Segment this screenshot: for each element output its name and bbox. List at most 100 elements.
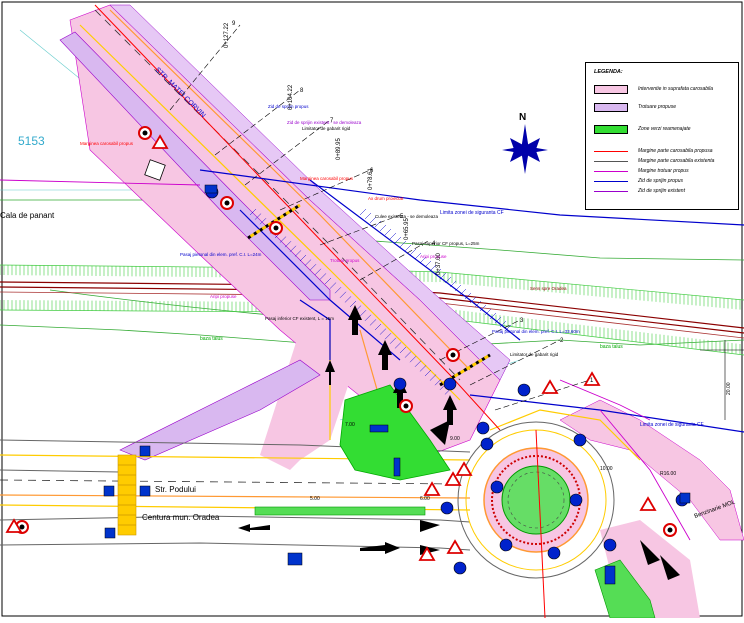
- sidewalk-right: [109, 4, 511, 381]
- sidewalk-edges: [0, 179, 691, 541]
- legend-line: [594, 191, 628, 192]
- wall-hatch-mark: [489, 312, 497, 320]
- marginea-carosabil-label: Marginea carosabil propus: [80, 141, 134, 146]
- wall-hatch-mark: [409, 356, 417, 363]
- warning-sign-icon: [423, 481, 441, 496]
- legend-item: Trotuare propuse: [590, 103, 736, 113]
- pasaj-inferior-label: Pasaj inferior CF existent, L = 15m: [265, 316, 334, 321]
- wall-hatch-mark: [414, 360, 422, 367]
- north-label: N: [519, 112, 527, 123]
- street-podului-label: Str. Podului: [155, 485, 196, 494]
- wall-hatch-mark: [359, 208, 367, 216]
- traffic-sign-icon: [499, 538, 513, 552]
- warning-sign-icon: [639, 496, 657, 511]
- wall-hatch-mark: [324, 277, 332, 285]
- zid-sprijin-propus-label: Zid de sprijin propus: [268, 104, 309, 109]
- limita-zona-label-2: Limita zonei de siguranta CF: [640, 422, 704, 428]
- wall-hatch-mark: [399, 240, 407, 248]
- traffic-sign-icon: [393, 377, 407, 391]
- traffic-sign-icon: [517, 383, 531, 397]
- traffic-sign-icon: [440, 501, 454, 515]
- wall-hatch-mark: [404, 351, 412, 358]
- wall-hatch-mark: [259, 218, 267, 225]
- profile-number: 3: [520, 318, 524, 324]
- dimension-label: 10.00: [600, 466, 613, 472]
- prohibition-sign-dot: [224, 200, 230, 206]
- legend-title: LEGENDA:: [594, 69, 623, 75]
- prohibition-sign-dot: [667, 527, 673, 533]
- wall-hatch-mark: [394, 236, 402, 244]
- prohibition-sign-dot: [403, 403, 409, 409]
- dimension-label: 20.00: [726, 382, 732, 395]
- benzinaria-label: Benzinarie MOL: [694, 499, 737, 520]
- wall-hatch-mark: [339, 291, 347, 298]
- warning-sign-icon: [583, 371, 601, 386]
- north-arrow: N: [500, 112, 550, 182]
- block-number: 5153: [18, 134, 45, 148]
- wall-hatch-mark: [319, 273, 327, 280]
- wall-hatch-mark: [454, 284, 462, 292]
- green-island: [339, 384, 451, 481]
- traffic-sign-icon: [547, 546, 561, 560]
- culee-label: Culee existenta - se demoleaza: [375, 214, 439, 219]
- traffic-sign-icon: [476, 421, 490, 435]
- wall-hatch-mark: [434, 268, 442, 276]
- dimension-label: 7.00: [345, 422, 355, 428]
- wall-hatch-mark: [414, 252, 422, 260]
- wall-hatch-mark: [359, 310, 367, 317]
- wall-hatch-mark: [294, 250, 302, 257]
- wall-hatch-mark: [474, 300, 482, 308]
- street-matei-label: STR. MATEI CORVIN: [154, 66, 207, 119]
- profile-number: 7: [330, 118, 334, 124]
- wall-hatch-mark: [384, 333, 392, 340]
- prohibition-sign-dot: [19, 524, 25, 530]
- legend-item: Zid de sprijin propus: [590, 177, 736, 187]
- crosswalk-stripes: [118, 464, 136, 526]
- legend-item: Margine parte carosabila existenta: [590, 157, 736, 167]
- wall-hatch-mark: [374, 323, 382, 331]
- wall-hatch-mark: [484, 308, 492, 316]
- wall-hatch-mark: [309, 264, 317, 271]
- wall-hatch-mark: [349, 300, 357, 308]
- km-label: 0+104.22: [288, 84, 294, 110]
- wall-hatch-mark: [424, 260, 432, 268]
- dimension-label: 6.00: [420, 496, 430, 502]
- profile-number: 2: [560, 338, 564, 344]
- baza-talus-label-2: baza talus: [600, 344, 623, 350]
- wall-hatch-mark: [444, 276, 452, 284]
- warning-sign-icon: [5, 518, 23, 533]
- wall-hatch-mark: [284, 241, 292, 248]
- km-ticks: [700, 340, 744, 420]
- profile-number: 4: [432, 241, 436, 247]
- profile-number: 5: [400, 214, 404, 220]
- wall-hatch-mark: [304, 259, 312, 266]
- wall-hatch-mark: [364, 314, 372, 321]
- legend-label: Margine parte carosabila propusa: [638, 148, 713, 154]
- building: [144, 159, 166, 181]
- wall-hatch-mark: [424, 369, 432, 377]
- dimension-label: R16.00: [660, 471, 676, 477]
- road-intervention-west: [260, 330, 350, 470]
- wall-hatch-mark: [384, 228, 392, 236]
- wall-hatch-mark: [314, 268, 322, 275]
- traffic-sign-icon: [573, 433, 587, 447]
- legend-line: [594, 181, 628, 182]
- limitator-label: Limitator de gabarit rigid: [302, 126, 351, 131]
- wall-hatch-mark: [459, 288, 467, 296]
- legend-label: Zone verzi reamenajate: [638, 126, 691, 132]
- legend-label: Margine trotuar propus: [638, 168, 689, 174]
- km-label: 0+65.95: [404, 217, 410, 240]
- legend-swatch: [594, 85, 628, 94]
- wall-hatch-mark: [334, 287, 342, 294]
- legend-label: Trotuare propuse: [638, 104, 676, 110]
- legend-label: Interventie in suprafata carosabila: [638, 86, 714, 92]
- wall-hatch-mark: [429, 264, 437, 272]
- traffic-sign-icon: [443, 377, 457, 391]
- wall-hatch-mark: [249, 208, 257, 216]
- wall-hatch-mark: [499, 320, 507, 328]
- zid-sprijin-existent-label: Zid de sprijin existent - se demoleaza: [287, 120, 362, 125]
- wall-hatch-mark: [369, 216, 377, 224]
- wall-hatch-mark: [344, 296, 352, 303]
